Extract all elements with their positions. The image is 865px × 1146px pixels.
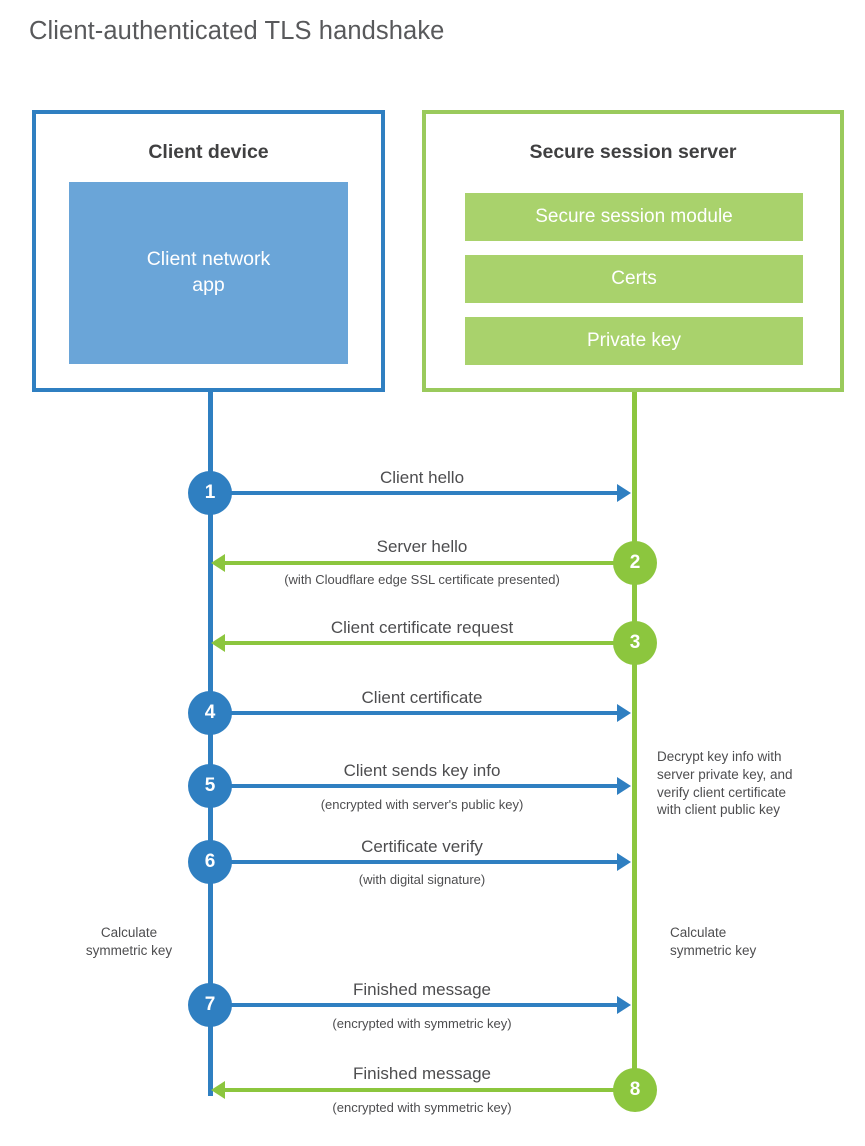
step-badge-7[interactable]: 7	[188, 983, 232, 1027]
message-sublabel-6: (with digital signature)	[358, 872, 486, 887]
client-device-box: Client device Client network app	[32, 110, 385, 392]
arrowhead-right-icon	[617, 853, 631, 871]
arrowhead-left-icon	[211, 554, 225, 572]
message-label-3: Client certificate request	[330, 618, 514, 637]
message-label-4: Client certificate	[361, 688, 483, 707]
client-lifeline	[208, 392, 213, 1096]
message-sublabel-5: (encrypted with server's public key)	[320, 797, 524, 812]
arrowhead-left-icon	[211, 1081, 225, 1099]
message-line-8	[225, 1088, 635, 1092]
arrowhead-right-icon	[617, 777, 631, 795]
message-label-2: Server hello	[376, 537, 468, 556]
message-line-1	[210, 491, 618, 495]
message-label-6: Certificate verify	[361, 837, 483, 856]
message-label-8: Finished message	[353, 1064, 491, 1083]
message-label-1: Client hello	[379, 468, 465, 487]
step-badge-3[interactable]: 3	[613, 621, 657, 665]
server-bar-certs: Certs	[465, 255, 803, 303]
server-bar-secure-session-module: Secure session module	[465, 193, 803, 241]
step-badge-8[interactable]: 8	[613, 1068, 657, 1112]
step-badge-1[interactable]: 1	[188, 471, 232, 515]
server-lifeline	[632, 392, 637, 1094]
message-sublabel-8: (encrypted with symmetric key)	[332, 1100, 512, 1115]
server-bar-private-key: Private key	[465, 317, 803, 365]
arrowhead-right-icon	[617, 704, 631, 722]
client-device-title: Client device	[148, 141, 269, 163]
message-line-7	[210, 1003, 618, 1007]
message-line-2	[225, 561, 635, 565]
message-sublabel-2: (with Cloudflare edge SSL certificate pr…	[284, 572, 560, 587]
message-line-5	[210, 784, 618, 788]
message-label-7: Finished message	[353, 980, 491, 999]
client-network-app-label: Client network app	[146, 248, 271, 296]
secure-session-server-box: Secure session server Secure session mod…	[422, 110, 844, 392]
annotation-calculate-symmetric-key-server: Calculate symmetric key	[670, 925, 757, 958]
annotation-calculate-symmetric-key-client: Calculate symmetric key	[85, 925, 173, 958]
message-label-5: Client sends key info	[343, 761, 501, 780]
annotation-decrypt-key-info: Decrypt key info with server private key…	[657, 749, 793, 818]
message-line-4	[210, 711, 618, 715]
step-badge-6[interactable]: 6	[188, 840, 232, 884]
message-line-3	[225, 641, 635, 645]
step-badge-4[interactable]: 4	[188, 691, 232, 735]
arrowhead-left-icon	[211, 634, 225, 652]
arrowhead-right-icon	[617, 996, 631, 1014]
client-network-app-block: Client network app	[69, 182, 348, 364]
message-line-6	[210, 860, 618, 864]
arrowhead-right-icon	[617, 484, 631, 502]
message-sublabel-7: (encrypted with symmetric key)	[332, 1016, 512, 1031]
secure-session-server-title: Secure session server	[529, 141, 737, 163]
page-title: Client-authenticated TLS handshake	[29, 17, 445, 45]
step-badge-2[interactable]: 2	[613, 541, 657, 585]
step-badge-5[interactable]: 5	[188, 764, 232, 808]
